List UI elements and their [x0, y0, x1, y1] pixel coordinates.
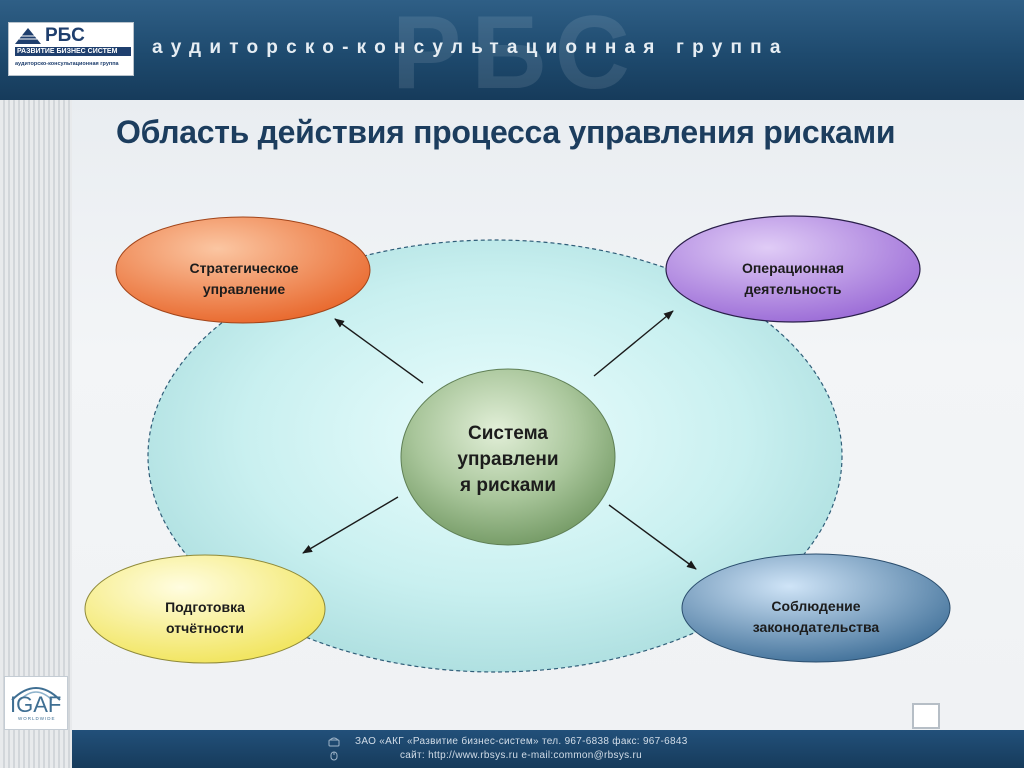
company-logo[interactable]: РБС РАЗВИТИЕ БИЗНЕС СИСТЕМ аудиторско-ко…	[8, 22, 134, 76]
header-watermark: РБС	[392, 0, 640, 111]
reporting-label-line: Подготовка	[165, 599, 245, 615]
compliance-node-label: Соблюдение законодательства	[716, 596, 916, 638]
center-label-line: я рисками	[459, 475, 557, 496]
strategic-label-line: Стратегическое	[189, 260, 299, 276]
header-tagline: аудиторско-консультационная группа	[152, 37, 789, 58]
logo-title: РБС	[45, 25, 85, 46]
header-bar: РБС	[0, 0, 1024, 111]
left-decorative-strip	[0, 0, 72, 768]
footer-contact-line: ЗАО «АКГ «Развитие бизнес-систем» тел. 9…	[355, 736, 688, 747]
logo-subtitle: РАЗВИТИЕ БИЗНЕС СИСТЕМ	[15, 47, 131, 56]
igaf-logo-text: IGAF	[10, 692, 62, 717]
strategic-label-line: управление	[202, 281, 286, 297]
compliance-label-line: Соблюдение	[771, 598, 861, 614]
center-node-label: Система управлени я рисками	[420, 421, 596, 499]
reporting-label-line: отчётности	[166, 620, 244, 636]
phone-icon	[328, 737, 340, 747]
operational-label-line: деятельность	[744, 281, 842, 297]
logo-mark-icon	[15, 28, 41, 44]
igaf-arc-icon	[11, 687, 61, 701]
footer-bar	[72, 730, 1024, 768]
slide-title: Область действия процесса управления рис…	[116, 114, 896, 150]
igaf-logo-subtitle: WORLDWIDE	[18, 716, 56, 721]
reporting-node-label: Подготовка отчётности	[110, 597, 300, 639]
center-label-line: управлени	[457, 449, 559, 470]
logo-caption: аудиторско-консультационная группа	[15, 61, 119, 67]
operational-node-label: Операционная деятельность	[698, 258, 888, 300]
mouse-icon	[330, 751, 338, 761]
strategic-node-label: Стратегическое управление	[149, 258, 339, 300]
igaf-logo[interactable]	[4, 676, 68, 730]
footer-web-line: сайт: http://www.rbsys.ru e-mail:common@…	[400, 750, 642, 761]
corner-square-button[interactable]	[912, 703, 940, 729]
center-label-line: Система	[468, 423, 548, 444]
compliance-label-line: законодательства	[752, 619, 880, 635]
operational-label-line: Операционная	[741, 260, 845, 276]
